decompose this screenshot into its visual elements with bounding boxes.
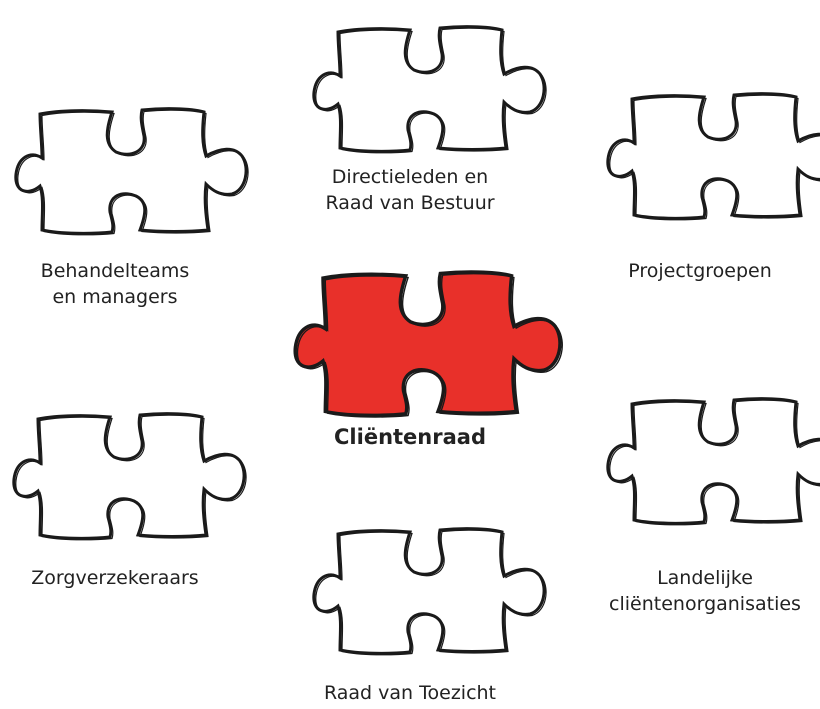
label-top: Directieleden en Raad van Bestuur — [325, 166, 495, 214]
label-right2: Landelijke cliëntenorganisaties — [609, 567, 801, 615]
label-left2: Zorgverzekeraars — [31, 567, 199, 589]
puzzle-piece-left2 — [12, 412, 247, 541]
puzzle-piece-top — [312, 25, 547, 154]
puzzle-piece-left — [14, 107, 249, 236]
puzzle-piece-center — [293, 270, 563, 418]
label-left: Behandelteams en managers — [40, 260, 190, 308]
puzzle-piece-right — [606, 92, 820, 221]
label-bottom: Raad van Toezicht — [323, 682, 497, 704]
puzzle-piece-right2 — [606, 397, 820, 526]
puzzle-piece-bottom — [312, 527, 547, 656]
label-right: Projectgroepen — [628, 260, 772, 282]
label-center: Cliëntenraad — [334, 425, 486, 449]
